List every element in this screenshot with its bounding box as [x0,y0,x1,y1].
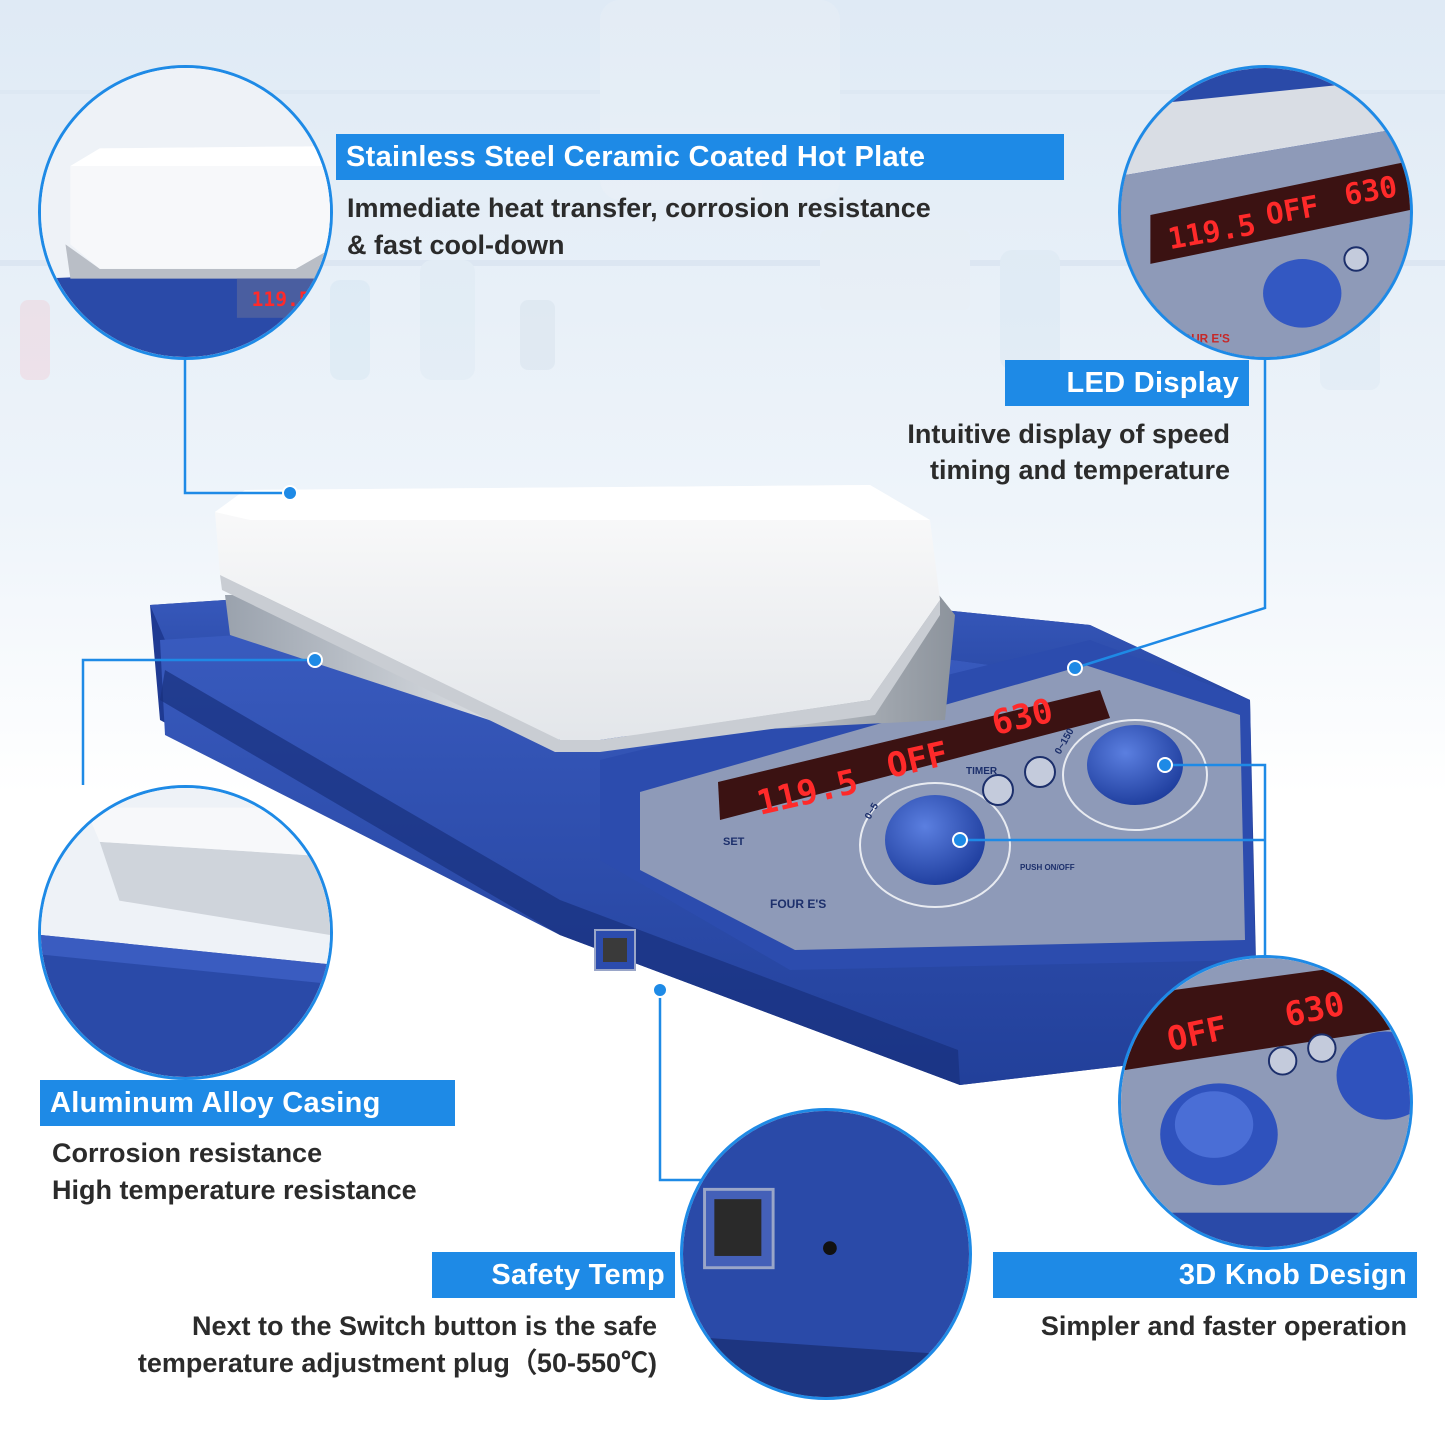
knob-closeup: OFF 630 [1118,955,1413,1250]
switch-closeup [680,1108,972,1400]
push-label: PUSH ON/OFF [1020,863,1075,872]
led-display-desc-line2: timing and temperature [929,455,1230,485]
safety-temp-title: Safety Temp [432,1252,675,1298]
hot-plate-desc-line2: & fast cool-down [347,230,565,260]
led-display-desc-line1: Intuitive display of speed [907,419,1230,449]
safety-temp-desc-line1: Next to the Switch button is the safe [191,1311,657,1341]
timer-label: TIMER [966,766,998,777]
casing-title: Aluminum Alloy Casing [40,1080,455,1126]
safety-temp-desc-line2: temperature adjustment plug（50-550℃) [137,1348,657,1378]
hot-plate-stirrer [150,485,1258,1085]
brand-logo: FOUR E'S [770,897,826,911]
svg-text:119.5: 119.5 [252,288,311,311]
knob-title: 3D Knob Design [993,1252,1417,1298]
casing-closeup [38,785,333,1080]
knob-desc-line1: Simpler and faster operation [1040,1311,1407,1341]
casing-desc-line1: Corrosion resistance [52,1138,323,1168]
set-label: SET [723,836,745,848]
casing-desc-line2: High temperature resistance [52,1175,417,1205]
led-display-title: LED Display [1005,360,1249,406]
hot-plate-closeup: 119.5 [38,65,333,360]
led-display-closeup: 119.5 OFF 630 FOUR E'S [1118,65,1413,360]
hot-plate-desc-line1: Immediate heat transfer, corrosion resis… [347,193,931,223]
hot-plate-title: Stainless Steel Ceramic Coated Hot Plate [336,134,1064,180]
connector-dots [282,485,1173,998]
connector-lines [81,345,1267,1182]
